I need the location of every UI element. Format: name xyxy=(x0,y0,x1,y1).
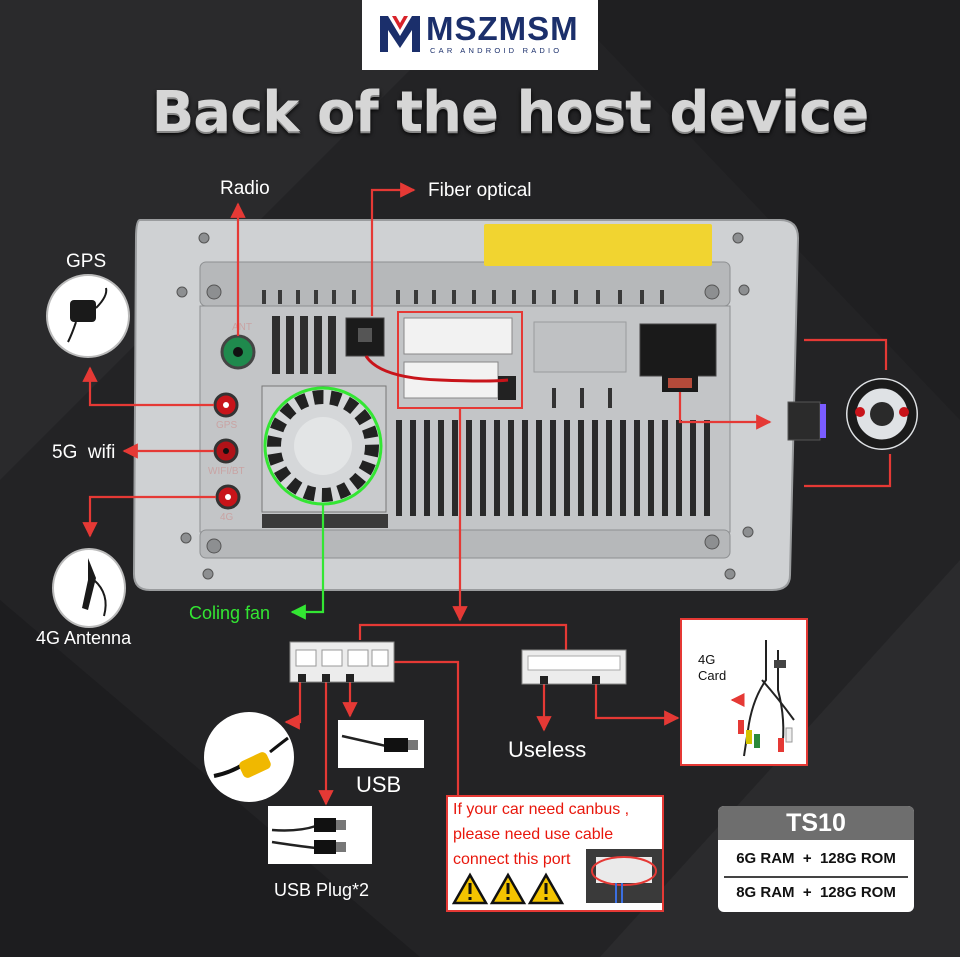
spec-row-1: 6G RAM + 128G ROM xyxy=(736,850,896,867)
canbus-note-line-2: please need use cable xyxy=(453,826,614,843)
gps-antenna-icon xyxy=(46,274,130,358)
brand-logo-tagline: CAR ANDROID RADIO xyxy=(430,46,563,55)
label-useless: Useless xyxy=(508,737,587,762)
gps-port xyxy=(213,392,239,418)
main-harness-connectors xyxy=(397,311,523,409)
usb-cable-icon xyxy=(338,720,424,768)
label-gps: GPS xyxy=(66,251,107,272)
usb-camera-connector xyxy=(289,641,395,683)
warning-triangle-icon xyxy=(489,872,527,905)
canbus-note: If your car need canbus , please need us… xyxy=(446,795,664,912)
spec-card: TS10 6G RAM + 128G ROM 8G RAM + 128G ROM xyxy=(718,806,914,912)
usb-plug-cable-icon xyxy=(268,806,372,864)
brand-logo-mark-icon xyxy=(380,16,420,52)
cooling-fan xyxy=(261,385,387,513)
canbus-note-line-3: connect this port xyxy=(453,851,571,868)
spec-divider xyxy=(724,876,908,878)
side-vents xyxy=(272,316,336,374)
fan-leader-line xyxy=(290,504,325,620)
host-device-back: ANT GPS WIFI/BT 4G xyxy=(132,219,800,591)
spec-row-2: 8G RAM + 128G ROM xyxy=(736,884,896,901)
spec-model: TS10 xyxy=(718,806,914,840)
port-label-gps: GPS xyxy=(216,420,237,431)
label-wifi: 5G wifi xyxy=(52,442,116,463)
radio-antenna-port xyxy=(220,334,256,370)
label-usb-plug: USB Plug*2 xyxy=(274,880,370,900)
warning-triangle-icon xyxy=(527,872,565,905)
lte-port xyxy=(215,484,241,510)
4g-card-cable-box: 4G Card xyxy=(680,618,808,766)
4g-card-cable-icon xyxy=(730,640,795,757)
useless-connector xyxy=(521,649,627,685)
label-cooling-fan: Coling fan xyxy=(189,603,271,623)
yellow-sticker xyxy=(484,224,712,266)
label-fiber-optical: Fiber optical xyxy=(428,180,532,201)
brand-logo: MSZMSM CAR ANDROID RADIO xyxy=(362,0,598,70)
4g-antenna-icon xyxy=(52,548,126,628)
label-4g-card-line-2: Card xyxy=(698,668,727,683)
steering-wheel-icon xyxy=(787,378,918,450)
rca-camera-plug-icon xyxy=(204,712,294,802)
port-label-4g: 4G xyxy=(220,512,234,523)
steering-wheel-connector-port xyxy=(639,323,717,392)
label-radio: Radio xyxy=(220,178,270,199)
canbus-note-line-1: If your car need canbus , xyxy=(453,801,630,818)
warning-triangle-icon xyxy=(452,872,489,905)
top-vents xyxy=(262,290,664,304)
brand-logo-name: MSZMSM xyxy=(426,10,579,47)
page-title: Back of the host device xyxy=(151,80,870,145)
port-label-ant: ANT xyxy=(232,322,252,333)
label-4g-antenna: 4G Antenna xyxy=(36,628,132,648)
port-label-wifi: WIFI/BT xyxy=(208,466,245,477)
lower-vents xyxy=(262,420,710,528)
warning-icons xyxy=(452,872,565,905)
wifi-port xyxy=(213,438,239,464)
canbus-cable-icon xyxy=(586,849,662,903)
leader-lines xyxy=(82,182,892,806)
label-usb: USB xyxy=(356,772,402,797)
label-4g-card-line-1: 4G xyxy=(698,652,716,667)
